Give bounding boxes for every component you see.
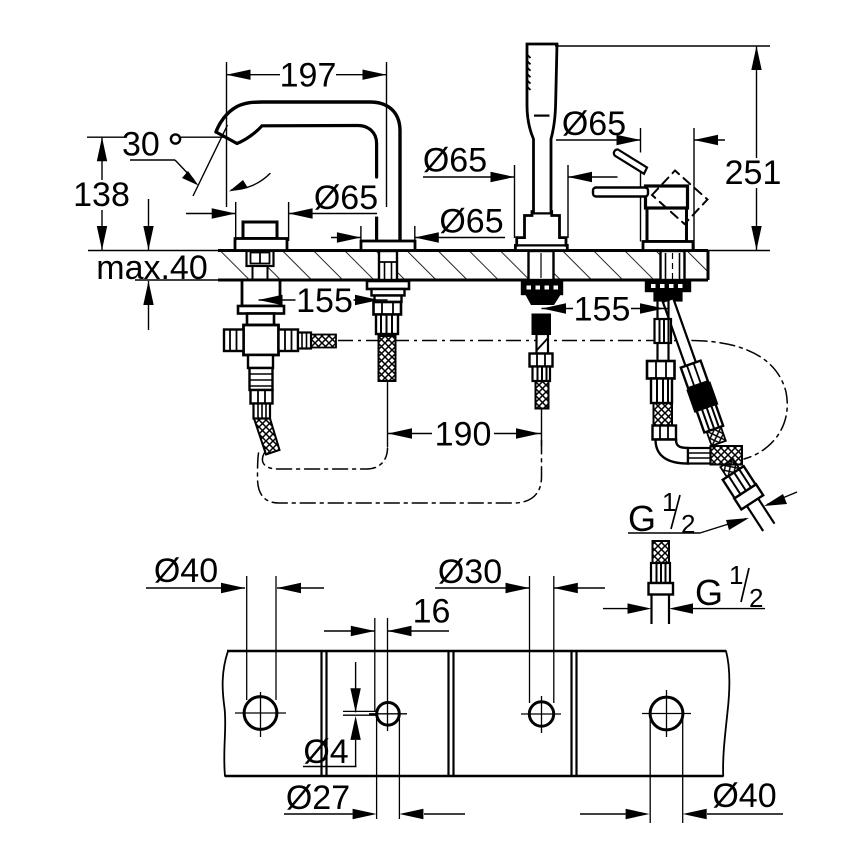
svg-text:G: G: [695, 572, 723, 613]
svg-text:30: 30: [122, 126, 160, 164]
svg-text:G: G: [628, 498, 656, 539]
svg-text:1: 1: [729, 560, 743, 590]
svg-text:197: 197: [280, 57, 337, 95]
svg-text:2: 2: [681, 509, 695, 539]
svg-text:Ø40: Ø40: [712, 777, 776, 815]
svg-text:Ø27: Ø27: [286, 779, 350, 817]
svg-text:2: 2: [749, 583, 763, 613]
svg-text:138: 138: [73, 176, 130, 214]
svg-text:190: 190: [435, 416, 492, 454]
svg-text:Ø65: Ø65: [314, 179, 378, 217]
svg-text:Ø65: Ø65: [562, 105, 626, 143]
svg-text:155: 155: [574, 291, 631, 329]
svg-text:Ø4: Ø4: [303, 733, 348, 771]
svg-text:1: 1: [662, 487, 676, 517]
svg-text:Ø40: Ø40: [154, 552, 218, 590]
svg-text:16: 16: [413, 593, 451, 631]
svg-text:Ø65: Ø65: [439, 203, 503, 241]
svg-text:155: 155: [296, 282, 353, 320]
svg-text:Ø65: Ø65: [423, 142, 487, 180]
svg-text:Ø30: Ø30: [438, 553, 502, 591]
svg-text:251: 251: [725, 154, 782, 192]
svg-text:max.40: max.40: [96, 249, 208, 287]
